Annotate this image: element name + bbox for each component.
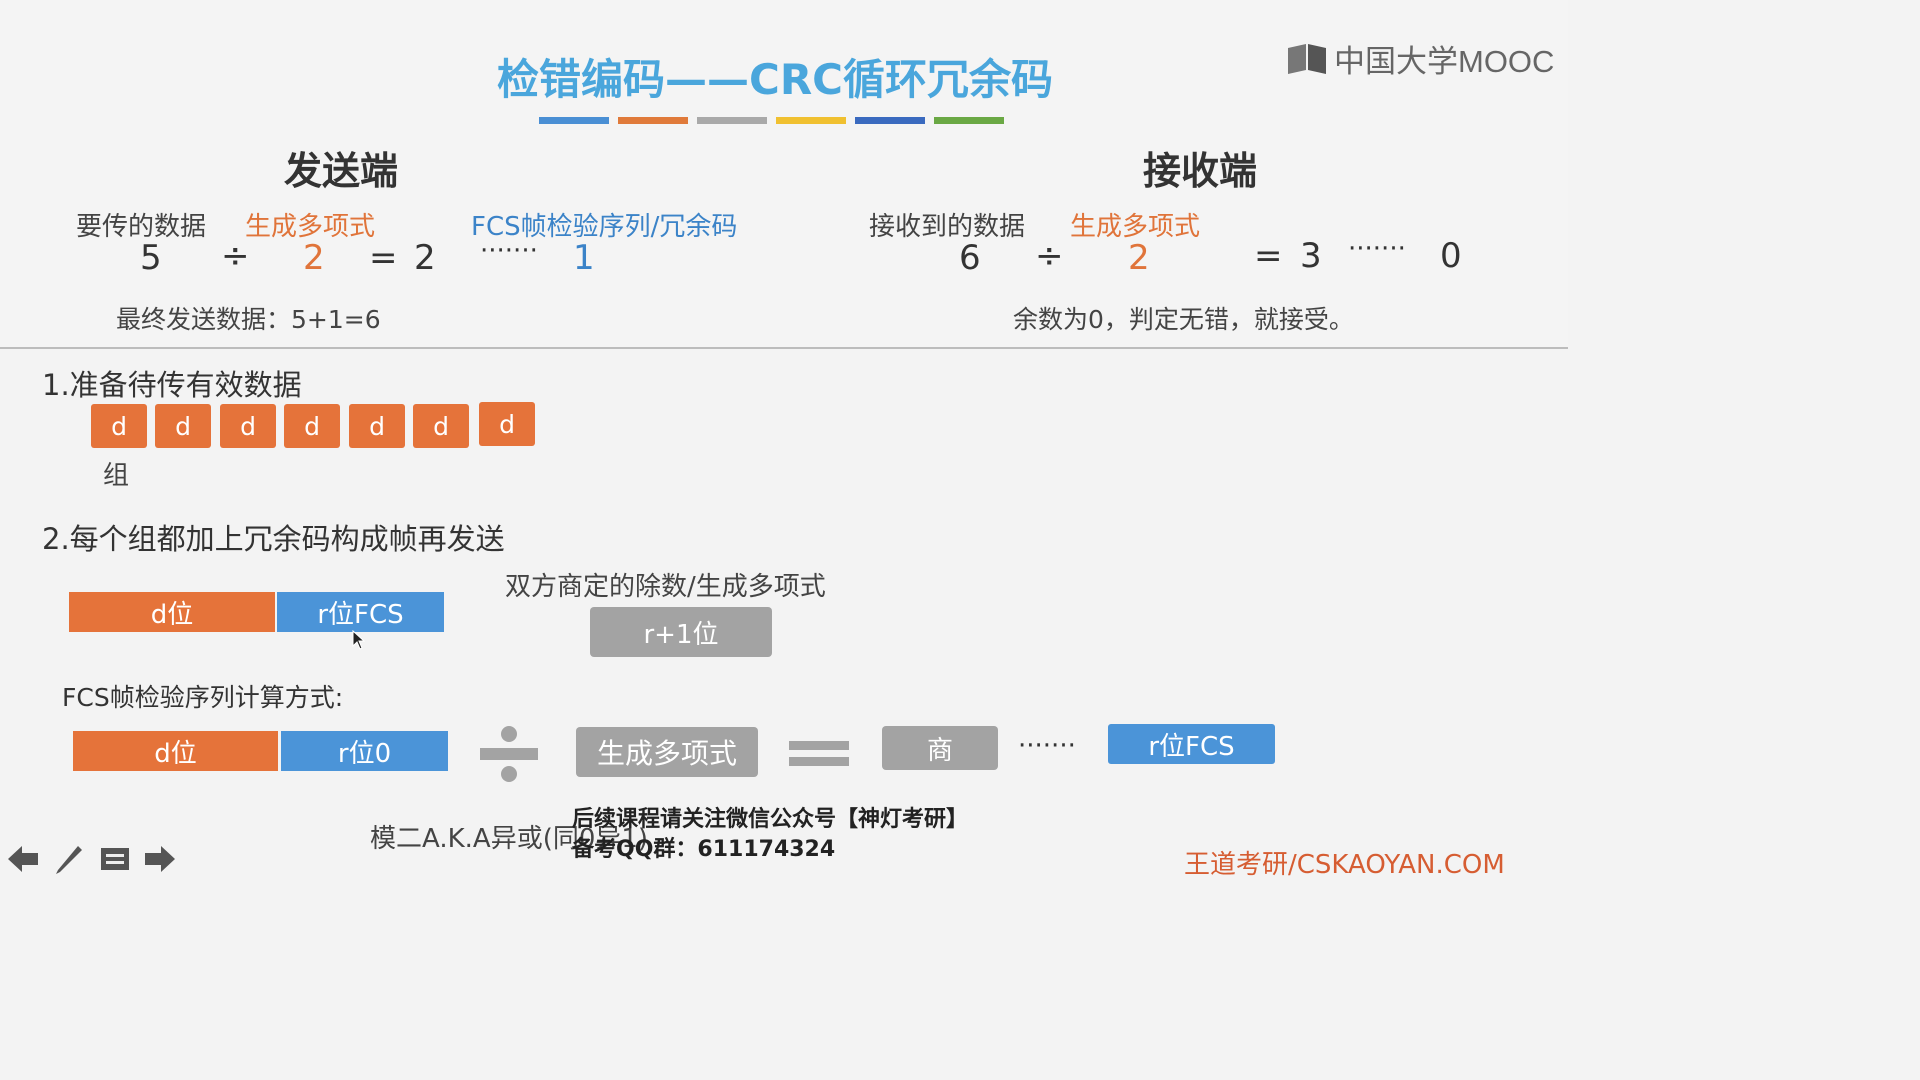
receiver-quotient: 3 [1300,236,1322,276]
receiver-dots: ······· [1348,234,1406,264]
sender-quotient: 2 [414,238,436,278]
divisor-note: 双方商定的除数/生成多项式 [505,572,826,602]
arrow-right-icon[interactable] [143,842,177,876]
color-bar [855,117,925,124]
notes-icon[interactable] [98,842,132,876]
data-block: d [91,404,147,448]
color-bar [697,117,767,124]
calc-quotient: 商 [882,726,998,770]
calc-fcs-result: r位FCS [1108,724,1275,764]
receiver-remainder: 0 [1440,236,1462,276]
mod2-note: 模二A.K.A异或(同0异1) [370,824,649,854]
divider [0,347,1568,349]
mooc-logo: 中国大学MOOC [1286,36,1554,81]
data-block: d [413,404,469,448]
data-block: d [220,404,276,448]
watermark-line2: 备考QQ群：611174324 [572,837,836,862]
data-block: d [155,404,211,448]
sender-divisor: 2 [303,238,325,278]
sender-dots: ······· [480,236,538,266]
step2-title: 2.每个组都加上冗余码构成帧再发送 [42,522,505,556]
sender-label-poly: 生成多项式 [245,212,376,242]
receiver-dividend: 6 [959,238,981,278]
calc-d-bits: d位 [73,731,278,771]
logo-text: 中国大学MOOC [1334,44,1555,79]
data-block: d [479,402,535,446]
title-color-bars [539,117,1004,124]
receiver-label-poly: 生成多项式 [1070,212,1201,242]
equals-icon [789,741,849,766]
sender-remainder: 1 [573,238,595,278]
sender-label-fcs: FCS帧检验序列/冗余码 [471,212,738,242]
calc-dots: ······· [1018,731,1076,761]
slide-title: 检错编码——CRC循环冗余码 [497,55,1053,104]
data-block: d [284,404,340,448]
receiver-label-data: 接收到的数据 [869,212,1026,242]
mouse-cursor-icon [352,630,366,650]
calc-r-zeros: r位0 [281,731,448,771]
receiver-conclusion: 余数为0，判定无错，就接受。 [1013,305,1354,334]
receiver-eq: = [1254,236,1283,276]
sender-final: 最终发送数据：5+1=6 [116,305,381,334]
sender-label-data: 要传的数据 [76,212,207,242]
frame-d-bits: d位 [69,592,275,632]
divide-icon [480,726,538,782]
receiver-div-sign: ÷ [1035,236,1064,276]
arrow-left-icon[interactable] [6,842,40,876]
receiver-divisor: 2 [1128,238,1150,278]
sender-eq: = [369,238,398,278]
top-summary-area [0,0,1568,348]
color-bar [539,117,609,124]
brand-text: 王道考研/CSKAOYAN.COM [1184,850,1505,880]
color-bar [776,117,846,124]
calc-generator-poly: 生成多项式 [576,727,758,777]
watermark-line1: 后续课程请关注微信公众号【神灯考研】 [572,807,969,832]
fcs-calc-title: FCS帧检验序列计算方式: [62,683,344,712]
color-bar [618,117,688,124]
group-label: 组 [103,461,130,491]
data-block: d [349,404,405,448]
pen-icon[interactable] [52,842,86,876]
receiver-heading: 接收端 [1143,149,1258,193]
divisor-box: r+1位 [590,607,772,657]
frame-fcs-bits: r位FCS [277,592,444,632]
book-icon [1288,43,1326,74]
sender-heading: 发送端 [284,149,399,193]
sender-div-sign: ÷ [221,236,250,276]
step1-title: 1.准备待传有效数据 [42,368,302,402]
color-bar [934,117,1004,124]
sender-dividend: 5 [140,238,162,278]
